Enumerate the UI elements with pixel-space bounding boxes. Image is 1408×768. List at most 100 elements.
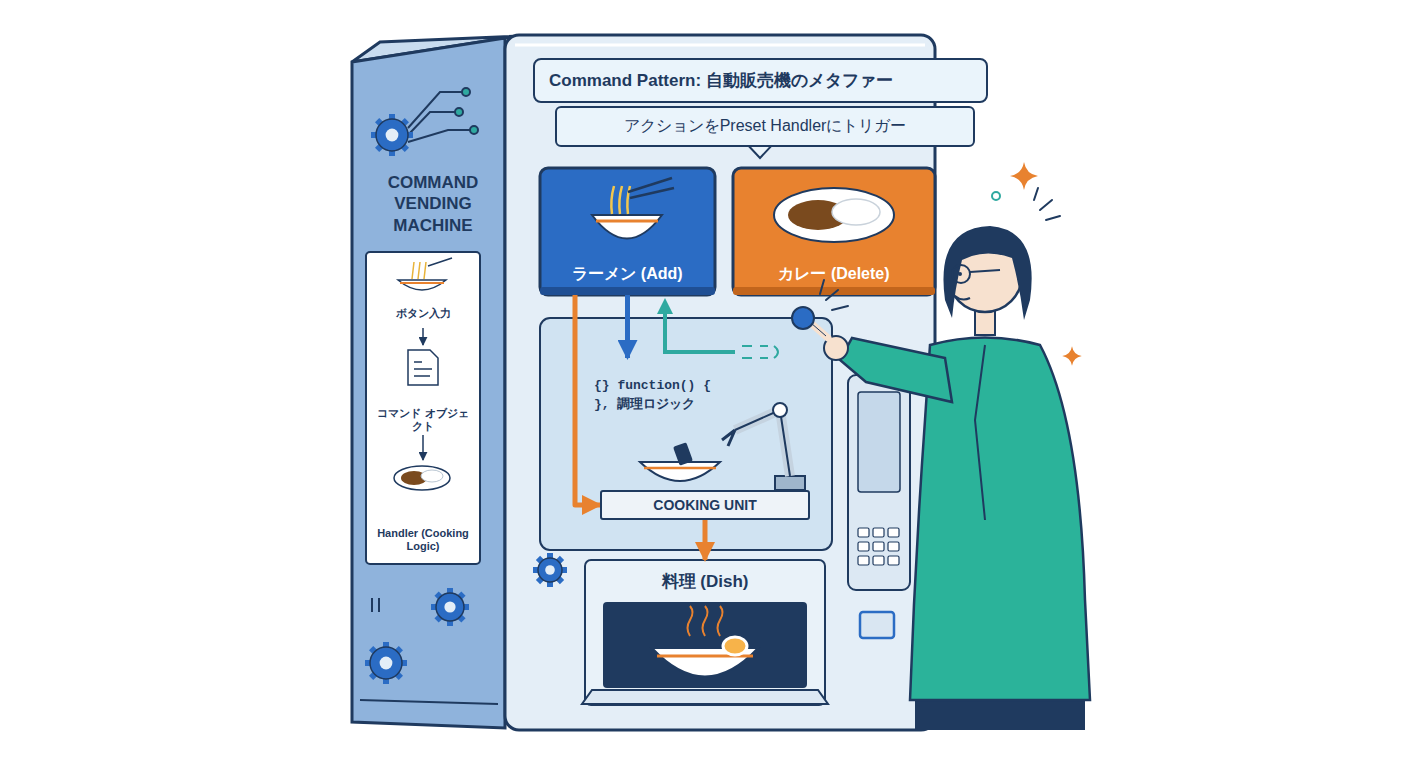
ramen-button (592, 215, 662, 239)
gears (436, 593, 464, 621)
sparkles (1034, 188, 1060, 220)
feedback-arrow (665, 306, 735, 352)
menu-button: カレー (Delete) (733, 168, 935, 295)
person (943, 226, 1031, 320)
robot-arm (722, 430, 735, 446)
keypad (858, 528, 869, 537)
connector-arrow (703, 520, 708, 560)
feedback-arrow (742, 346, 768, 358)
sparkles (1062, 346, 1082, 366)
keypad (858, 556, 869, 565)
connector-arrow (422, 435, 424, 460)
circuit-lines (470, 126, 478, 134)
person (792, 307, 814, 329)
node-text: ラーメン (Add) (572, 264, 682, 285)
person (975, 345, 985, 520)
machine-side (360, 700, 498, 704)
person (952, 265, 970, 283)
output-tray (723, 637, 747, 655)
output-tray (585, 560, 825, 705)
person (820, 280, 848, 310)
robot-arm (775, 476, 805, 490)
card-icons (428, 258, 452, 266)
machine-side (366, 252, 480, 564)
card-icons (394, 258, 452, 490)
sparkles (992, 162, 1082, 366)
output-tray (603, 602, 807, 688)
side-panel: COMMAND VENDING MACHINE ボタン入力コマンド オブジェクト H… (358, 168, 508, 573)
sparkles (1010, 162, 1038, 190)
node-text: アクションをPreset Handlerにトリガー (624, 116, 907, 137)
keypad (848, 375, 910, 638)
gears (431, 588, 469, 626)
keypad (888, 542, 899, 551)
robot-arm (722, 403, 805, 490)
node-text: ボタン入力 (396, 307, 451, 320)
card-icons (412, 262, 426, 279)
keypad (888, 556, 899, 565)
circuit-lines (455, 108, 463, 116)
card-icons (421, 470, 443, 482)
cooking-bowl (644, 467, 716, 470)
cooking-bowl (673, 442, 693, 466)
keypad (858, 528, 899, 565)
ramen-button (540, 287, 715, 295)
node-text: コマンド オブジェクト (373, 407, 473, 433)
machine-side (371, 598, 373, 612)
gears (444, 601, 455, 612)
output-tray (582, 560, 828, 705)
ramen-button (540, 168, 715, 295)
card-icons (414, 362, 432, 376)
ramen-button (540, 168, 715, 295)
card-icons (394, 466, 450, 490)
card-icons (400, 282, 444, 284)
machine-side (352, 38, 505, 728)
ramen-button (611, 186, 630, 214)
machine-side (352, 36, 520, 728)
person (970, 270, 1000, 272)
curry-button (774, 188, 894, 242)
node-text: {} function() { }, 調理ロジック (594, 376, 716, 415)
node-text: COMMAND VENDING MACHINE (358, 172, 508, 236)
keypad (858, 392, 900, 492)
machine-side (378, 598, 380, 612)
gears (533, 553, 567, 587)
gears (376, 119, 408, 151)
connector-arrow (422, 328, 424, 345)
connector-arrow (625, 295, 630, 358)
robot-arm (735, 410, 790, 476)
keypad (873, 556, 884, 565)
cooking-unit: COOKING UNIT (600, 490, 810, 520)
feedback-arrow (774, 346, 778, 358)
card-icons (398, 280, 446, 290)
node-text: カレー (Delete) (778, 264, 889, 285)
ramen-button (596, 220, 658, 223)
keypad (873, 542, 884, 551)
node-text: Handler (Cooking Logic) (371, 527, 475, 553)
robot-arm (773, 403, 787, 417)
keypad (860, 612, 894, 638)
feedback-arrow (665, 306, 778, 358)
gears (386, 129, 399, 142)
output-tray: 料理 (Dish) (585, 560, 825, 705)
curry-button (733, 168, 935, 295)
circuit-lines (462, 88, 470, 96)
person (840, 338, 952, 402)
keypad (858, 542, 869, 551)
curry-button (832, 199, 880, 225)
node-text: COOKING UNIT (653, 497, 756, 513)
circuit-lines (408, 88, 478, 142)
code-box: {} function() { }, 調理ロジック (590, 358, 720, 432)
output-tray (688, 606, 723, 636)
step-box: Handler (Cooking Logic) (368, 460, 478, 555)
gears (380, 657, 393, 670)
step-box: ボタン入力 (370, 300, 476, 328)
circuit-lines (408, 112, 455, 135)
sparkles (992, 192, 1000, 200)
gears (538, 558, 562, 582)
gears (371, 114, 413, 156)
person (958, 272, 962, 276)
card-icons (408, 350, 438, 385)
keypad (888, 528, 899, 537)
output-tray (582, 690, 828, 704)
